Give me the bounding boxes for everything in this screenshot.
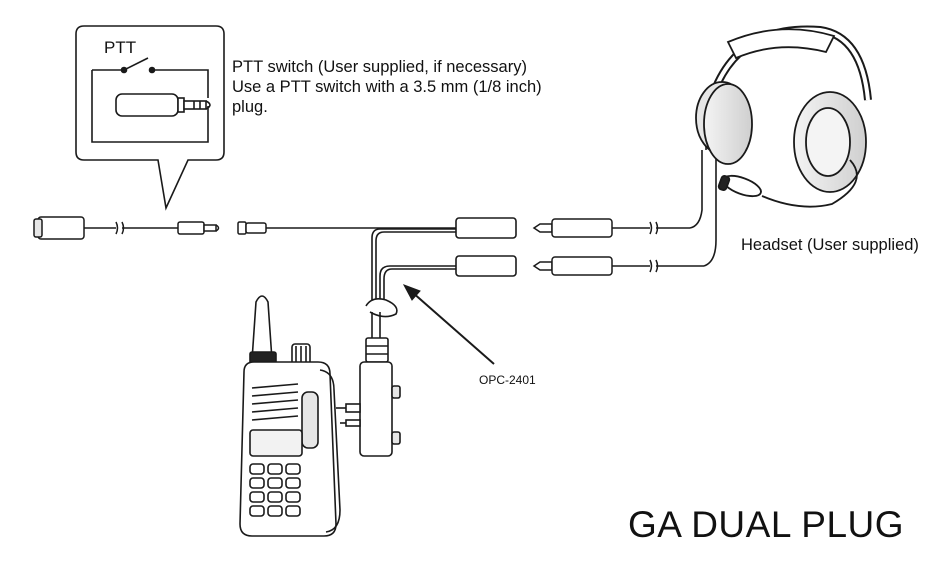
headset-icon	[695, 25, 872, 208]
top-headset-socket	[455, 217, 517, 239]
headset-plugs	[532, 218, 704, 276]
ptt-note-line-1: PTT switch (User supplied, if necessary)	[232, 58, 527, 76]
lower-headset-socket	[455, 255, 517, 277]
headband-pad	[726, 28, 836, 60]
ptt-cable	[33, 216, 267, 240]
opc-2401-cable	[266, 217, 517, 457]
radio-speaker-grille	[251, 383, 299, 421]
ptt-note-line-2: Use a PTT switch with a 3.5 mm (1/8 inch…	[232, 78, 542, 96]
radio-display	[249, 429, 303, 457]
opc-2401-pointer	[402, 284, 495, 365]
ptt-switch-icon	[91, 57, 209, 143]
ptt-note-line-3: plug.	[232, 98, 268, 116]
adapter-label: OPC-2401	[479, 373, 536, 387]
ptt-plug-icon	[115, 93, 211, 117]
diagram-title: GA DUAL PLUG	[628, 504, 905, 545]
ptt-label: PTT	[104, 38, 137, 57]
headset-label: Headset (User supplied)	[741, 236, 919, 254]
ptt-callout	[75, 25, 225, 211]
ptt-callout-bubble	[75, 25, 225, 211]
handheld-radio-icon	[239, 295, 341, 537]
radio-keypad	[249, 463, 301, 517]
radio-antenna	[251, 295, 273, 361]
ptt-note: PTT switch (User supplied, if necessary)…	[232, 57, 592, 117]
ptt-switch-body	[37, 216, 85, 240]
radio-adapter-body	[359, 361, 393, 457]
